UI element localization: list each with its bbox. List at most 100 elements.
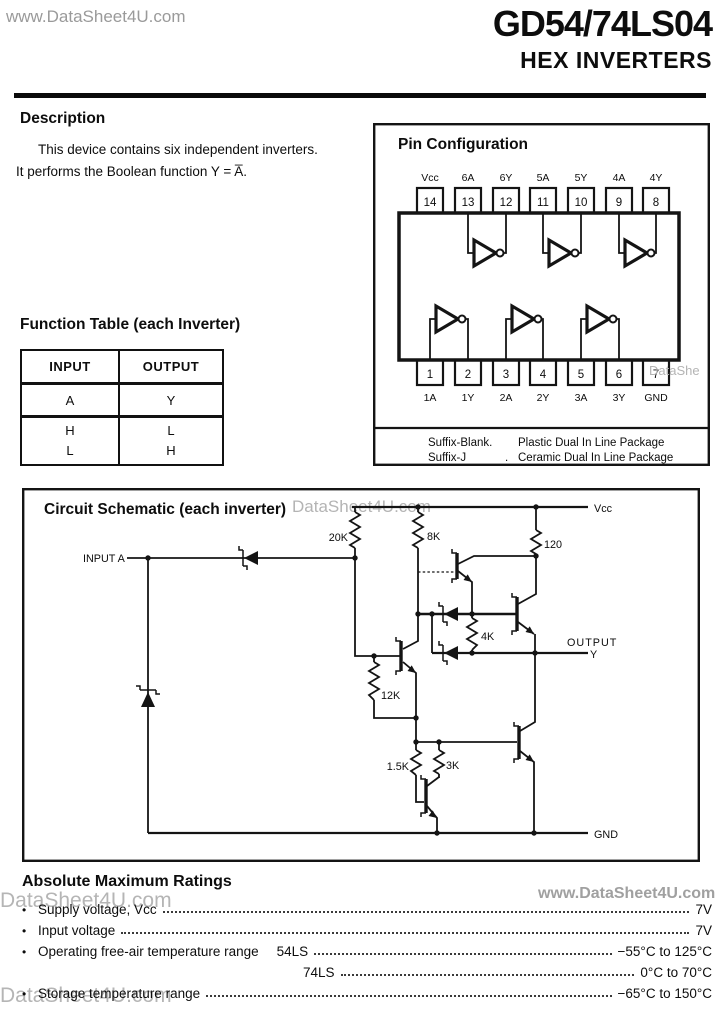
dot-leader xyxy=(162,911,690,913)
resistor-12k xyxy=(367,661,381,701)
pin-label: 5A xyxy=(537,172,550,184)
pin-label: 2A xyxy=(500,392,513,404)
input-schottky-diode xyxy=(238,546,258,570)
table-cell: L xyxy=(66,443,74,458)
pin-number: 9 xyxy=(616,197,622,209)
inverter-gate xyxy=(580,303,620,360)
pin-label: 6Y xyxy=(500,172,513,184)
suffix-dot: . xyxy=(505,452,508,464)
pin-label: GND xyxy=(644,392,668,404)
resistor-12k-label: 12K xyxy=(381,690,401,702)
rating-label: Storage temperature range xyxy=(38,986,201,1001)
rating-row-input-voltage: • Input voltage 7V xyxy=(14,917,712,938)
resistor-1-5k xyxy=(409,749,423,776)
pin-label: 3A xyxy=(575,392,588,404)
rating-row-operating-temp-54ls: • Operating free-air temperature range 5… xyxy=(14,938,712,959)
resistor-4k xyxy=(465,617,479,651)
pin-number: 3 xyxy=(503,369,509,381)
pin-6: 63Y xyxy=(604,358,634,404)
pin-label: 5Y xyxy=(575,172,588,184)
rating-label: Input voltage xyxy=(38,923,116,938)
function-table-heading: Function Table (each Inverter) xyxy=(20,316,241,333)
transistor-base-bars xyxy=(395,549,521,817)
pin-label: 6A xyxy=(462,172,475,184)
pin-number: 8 xyxy=(653,197,659,209)
rating-value: −55°C to 125°C xyxy=(617,944,712,959)
pin-number: 14 xyxy=(424,197,437,209)
schottky-diode-2 xyxy=(438,641,458,665)
pin-2: 21Y xyxy=(453,358,483,404)
pin-number: 12 xyxy=(500,197,513,209)
gnd-label: GND xyxy=(594,829,618,841)
pin-label: 4A xyxy=(613,172,626,184)
pin-number: 7 xyxy=(653,369,659,381)
clamp-schottky-diode xyxy=(136,685,160,707)
pin-12: 12 6Y xyxy=(491,172,521,215)
rating-value: 0°C to 70°C xyxy=(640,965,712,980)
watermark-top-left: www.DataSheet4U.com xyxy=(6,7,186,26)
table-cell: H xyxy=(65,423,75,438)
dot-leader xyxy=(314,953,612,955)
resistor-120-label: 120 xyxy=(544,539,562,551)
table-cell: L xyxy=(167,423,175,438)
rating-row-storage-temp: • Storage temperature range −65°C to 150… xyxy=(14,980,712,1001)
pin-label: 1A xyxy=(424,392,437,404)
resistor-1-5k-label: 1.5K xyxy=(387,761,410,773)
bullet: • xyxy=(22,987,27,1001)
circuit-border xyxy=(22,488,700,863)
rating-sublabel: 74LS xyxy=(303,965,335,980)
resistor-20k-label: 20K xyxy=(329,532,349,544)
output-label: OUTPUT xyxy=(567,637,617,649)
function-table-header-row: INPUT OUTPUT xyxy=(22,351,222,385)
diodes xyxy=(136,546,458,707)
output-y-label: Y xyxy=(590,649,597,661)
resistor-4k-label: 4K xyxy=(481,631,495,643)
rating-row-supply-voltage: • Supply voltage, Vcc 7V xyxy=(14,896,712,917)
inverter-gate xyxy=(542,213,582,269)
output-variable: Y xyxy=(118,385,222,415)
resistor-3k-label: 3K xyxy=(446,760,460,772)
suffix-key: Suffix-J xyxy=(428,452,466,464)
rating-row-operating-temp-74ls: 74LS 0°C to 70°C xyxy=(14,959,712,980)
rating-value: 7V xyxy=(695,923,712,938)
pin-number: 6 xyxy=(616,369,622,381)
circuit-schematic-diagram: Circuit Schematic (each inverter) DataSh… xyxy=(22,488,700,863)
pin-label: 2Y xyxy=(537,392,550,404)
inverter-gate xyxy=(618,213,657,269)
inverter-gates-bottom xyxy=(429,303,620,360)
rating-value: −65°C to 150°C xyxy=(617,986,712,1001)
circuit-heading: Circuit Schematic (each inverter) xyxy=(44,501,286,518)
dot-leader xyxy=(206,995,612,997)
watermark-pin-box: DataShe xyxy=(649,363,700,378)
schottky-diode-1 xyxy=(438,602,458,626)
bullet: • xyxy=(22,924,27,938)
suffix-key: Suffix-Blank. xyxy=(428,437,492,449)
pin-label: 1Y xyxy=(462,392,475,404)
page-title: GD54/74LS04 xyxy=(492,3,713,44)
description-heading: Description xyxy=(20,110,106,127)
input-variable: A xyxy=(65,392,75,408)
pin-config-heading: Pin Configuration xyxy=(398,136,528,153)
pin-label: Vcc xyxy=(421,172,439,184)
pin-number: 13 xyxy=(462,197,475,209)
input-label: INPUT A xyxy=(83,553,126,565)
resistor-8k xyxy=(411,511,425,549)
circuit-labels: INPUT A Vcc GND OUTPUT Y 20K 8K 120 4K 1… xyxy=(83,503,618,841)
resistor-120 xyxy=(529,529,543,555)
dip-package-outline xyxy=(397,211,681,362)
resistor-20k xyxy=(348,511,362,549)
junction-dots xyxy=(145,504,539,836)
pin-number: 4 xyxy=(540,369,547,381)
pin-3: 3 2A xyxy=(491,358,521,404)
rating-label: Supply voltage, Vcc xyxy=(38,902,157,917)
header-rule xyxy=(14,93,706,98)
function-table: INPUT OUTPUT A Y H L L H xyxy=(20,349,224,466)
suffix-legend: Suffix-Blank. Plastic Dual In Line Packa… xyxy=(374,426,708,464)
watermark-bottom-left: DataSheet4U.com xyxy=(0,984,172,1007)
description-line-2: It performs the Boolean function Y = A̅. xyxy=(16,164,248,179)
emitter-arrows xyxy=(407,574,534,818)
pin-label: 4Y xyxy=(650,172,663,184)
